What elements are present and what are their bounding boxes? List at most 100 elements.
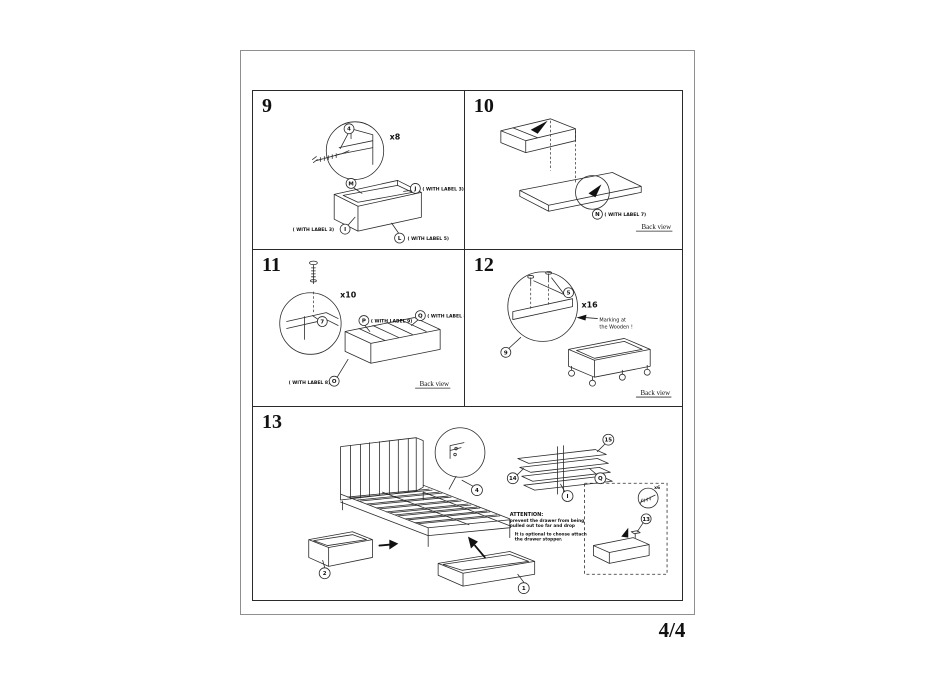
part-letter-label: Q (418, 314, 423, 320)
magnifier-circle (279, 291, 342, 355)
arrow-icon (467, 536, 478, 549)
part-letter-label: I (567, 494, 569, 500)
step-13-number: 13 (262, 411, 282, 433)
step-9-drawing: 4 x8 M J ( WITH LABEL 3) (293, 121, 464, 244)
quantity-label: x10 (340, 291, 357, 300)
instruction-sheet: 9 4 x8 (240, 50, 695, 615)
callout-j: J ( WITH LABEL 3) (403, 183, 464, 194)
callout-i: ( WITH LABEL 3) I (293, 216, 356, 235)
arrow-icon (588, 184, 602, 198)
quantity-label: x16 (581, 301, 598, 310)
part-letter-label: I (344, 227, 346, 233)
callout-p: P ( WITH LABEL 9) (358, 315, 412, 332)
part-letter-label: N (595, 212, 600, 218)
callout-i: I (560, 483, 574, 502)
back-view-label: Back view (641, 223, 671, 231)
quantity-label: x8 (390, 133, 401, 142)
corner-structure-drawing (500, 118, 576, 154)
step-11-number: 11 (262, 254, 281, 276)
step-12-number: 12 (473, 254, 494, 276)
back-view-label: Back view (640, 389, 670, 397)
part-number-label: 2 (323, 571, 327, 577)
step-13-panel: 13 (253, 407, 682, 600)
frame-box-drawing (333, 180, 422, 232)
arrow-icon (474, 544, 486, 559)
arrow-icon (621, 527, 629, 538)
magnifier-circle (507, 271, 578, 342)
callout-n: N ( WITH LABEL 7) (591, 208, 646, 220)
magnifier-circle (434, 427, 486, 490)
callout-q: Q ( WITH LABEL 8) (411, 310, 464, 326)
callout-9: 9 (500, 337, 522, 358)
part-number-label: 15 (605, 438, 613, 444)
page-number: 4/4 (658, 618, 686, 642)
note-line-2: the Wooden ! (599, 325, 632, 331)
quantity-label: x6 (654, 485, 660, 491)
callout-4: 4 (339, 123, 355, 150)
callout-13: 13 (636, 513, 652, 533)
part-number-label: 5 (567, 291, 571, 297)
callout-2: 2 (318, 560, 331, 580)
arrow-icon (576, 314, 587, 321)
callout-4: 4 (461, 479, 483, 496)
part-letter-label: M (348, 181, 353, 187)
callout-1: 1 (517, 573, 530, 594)
arrow-icon (530, 120, 548, 134)
step-9-panel: 9 4 x8 (253, 91, 465, 250)
with-label-text: ( WITH LABEL 8) (289, 380, 331, 386)
callout-o: ( WITH LABEL 8) O (289, 358, 349, 387)
callout-7: 7 (312, 315, 328, 327)
drawer-2-drawing: 2 (308, 531, 399, 580)
drawer-1-drawing: 1 (437, 536, 536, 594)
note-line-1: Marking at (599, 318, 626, 324)
step-10-number: 10 (473, 95, 494, 117)
screw-icon (312, 150, 350, 163)
arrow-icon (378, 543, 392, 547)
optional-line-2: the drawer stopper. (515, 537, 563, 543)
part-number-label: 9 (504, 350, 508, 356)
with-label-text: ( WITH LABEL 7) (604, 212, 646, 218)
step-12-panel: 12 5 (464, 250, 682, 407)
attention-line-1: prevent the drawer from being (510, 518, 584, 524)
part-number-label: 14 (509, 476, 517, 482)
optional-line-1: It is optional to choose attach (515, 532, 587, 538)
flat-panel-drawing (519, 172, 642, 212)
part-letter-label: Q (598, 476, 603, 482)
back-view-label: Back view (420, 380, 449, 388)
part-letter-label: L (398, 236, 402, 242)
attention-line-2: pulled out too far and drop (510, 523, 575, 529)
steps-grid: 9 4 x8 (252, 90, 683, 601)
step-9-number: 9 (262, 95, 272, 117)
caster-box-drawing (568, 338, 651, 387)
step-11-drawing: 7 x10 P ( WITH LABEL 9) Q ( WITH (279, 260, 464, 389)
callout-m: M (345, 178, 363, 194)
screw-icon (639, 494, 656, 505)
part-letter-label: O (332, 379, 337, 385)
arrow-icon (389, 539, 399, 550)
callout-14: 14 (506, 467, 525, 485)
attention-title: ATTENTION: (510, 512, 544, 518)
attention-note: ATTENTION: prevent the drawer from being… (510, 512, 587, 543)
projection-lines (550, 120, 576, 183)
with-label-text: ( WITH LABEL 3) (422, 186, 464, 192)
step-13-drawing: 4 15 14 Q (308, 427, 668, 594)
callout-5: 5 (533, 277, 574, 299)
magnifier-circle (575, 175, 610, 210)
stopper-detail-box: x6 13 (584, 482, 668, 575)
part-letter-label: J (413, 186, 416, 192)
part-number-label: 7 (320, 320, 324, 326)
bed-frame-drawing (340, 437, 511, 547)
part-number-label: 4 (475, 488, 479, 494)
callout-q: Q (589, 467, 607, 485)
part-number-label: 4 (347, 127, 351, 133)
callout-l: L ( WITH LABEL 5) (391, 222, 449, 244)
with-label-text: ( WITH LABEL 8) (427, 314, 464, 320)
with-label-text: ( WITH LABEL 5) (407, 236, 449, 242)
caster-wheel-icon (568, 364, 651, 387)
step-12-drawing: 5 x16 Marking at the Wooden ! 9 (500, 271, 672, 398)
stopper-drawer-drawing (593, 527, 650, 564)
screw-icon (309, 260, 318, 285)
magnifier-circle (325, 121, 385, 180)
callout-15: 15 (596, 433, 615, 452)
with-label-text: ( WITH LABEL 3) (293, 227, 335, 233)
